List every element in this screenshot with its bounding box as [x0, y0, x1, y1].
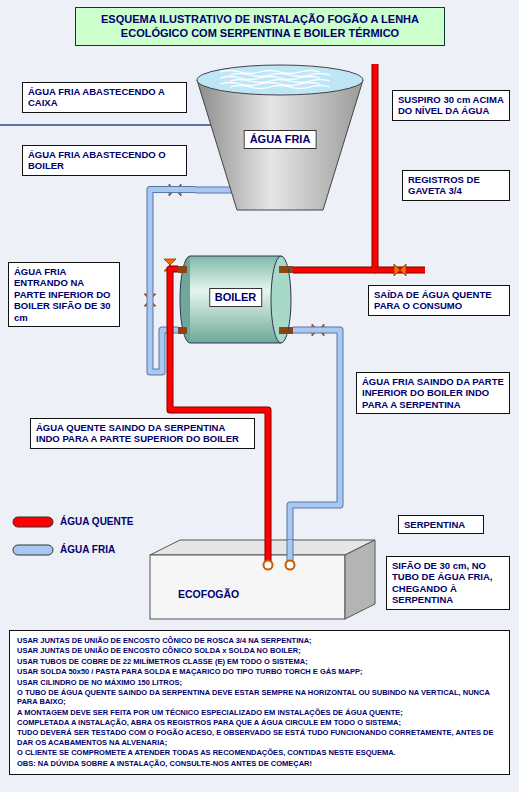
stove-top: [150, 540, 375, 555]
legend-swatch: [13, 545, 53, 555]
boiler-body: [190, 256, 281, 343]
water-ripple: [220, 83, 320, 86]
callout-text: ÁGUA QUENTE SAINDO DA SERPENTINA INDO PA…: [36, 422, 249, 445]
gate-valve: [394, 264, 406, 276]
legend-row: ÁGUA QUENTE: [12, 515, 134, 529]
shape-label: ECOFOGÃO: [178, 588, 239, 601]
water-ripple: [220, 77, 320, 80]
boiler-end: [271, 256, 291, 343]
note-line: TUDO DEVERÁ SER TESTADO COM O FOGÃO ACES…: [17, 728, 502, 747]
water-ripple: [230, 86, 330, 89]
callout-box: ÁGUA FRIA ABASTECENDO O BOILER: [22, 145, 187, 176]
coil-pipe: [287, 540, 294, 562]
coil-pipe: [288, 540, 293, 562]
pipe-fitting: [279, 327, 288, 334]
callout-box: SUSPIRO 30 cm ACIMA DO NÍVEL DA ÁGUA: [392, 90, 510, 121]
pipe-outline: [290, 330, 340, 540]
pipe-fitting: [178, 266, 187, 273]
stove-side: [345, 540, 375, 619]
callout-text: ÁGUA FRIA ABASTECENDO O BOILER: [28, 149, 181, 172]
note-line: COMPLETADA A INSTALAÇÃO, ABRA OS REGISTR…: [17, 718, 502, 727]
pipe-fitting: [279, 266, 288, 273]
tank-outlet: [195, 187, 232, 194]
stove-outline: [150, 540, 375, 620]
pipe-fitting: [279, 266, 293, 273]
pipe-connector: [290, 330, 340, 540]
callout-box: ÁGUA FRIA ENTRANDO NA PARTE INFERIOR DO …: [8, 262, 120, 327]
pipe-group: [290, 330, 340, 540]
shape-label: BOILER: [209, 288, 263, 307]
stove-front: [150, 555, 345, 619]
note-line: USAR JUNTAS DE UNIÃO DE ENCOSTO CÔNICO S…: [17, 646, 502, 655]
callout-box: SIFÃO DE 30 cm, NO TUBO DE ÁGUA FRIA, CH…: [386, 556, 510, 610]
note-line: O TUBO DE ÁGUA QUENTE SAINDO DA SERPENTI…: [17, 688, 502, 707]
callout-box: ÁGUA FRIA SAINDO DA PARTE INFERIOR DO BO…: [356, 372, 510, 414]
legend-swatch-frame: [12, 543, 54, 557]
note-line: OBS: NA DÚVIDA SOBRE A INSTALAÇÃO, CONSU…: [17, 759, 502, 768]
pipe-fitting: [279, 327, 293, 334]
legend-text: ÁGUA FRIA: [60, 544, 115, 556]
callout-text: SIFÃO DE 30 cm, NO TUBO DE ÁGUA FRIA, CH…: [392, 560, 504, 606]
callout-text: SAÍDA DE ÁGUA QUENTE PARA O CONSUMO: [374, 289, 504, 312]
legend: ÁGUA QUENTE ÁGUA FRIA: [12, 515, 134, 571]
callout-text: ÁGUA FRIA SAINDO DA PARTE INFERIOR DO BO…: [362, 376, 504, 410]
tank-outlet: [195, 188, 232, 193]
legend-swatch-frame: [12, 515, 54, 529]
shape-label: ÁGUA FRIA: [244, 130, 317, 149]
legend-row: ÁGUA FRIA: [12, 543, 134, 557]
water-surface: [197, 65, 363, 95]
coil-fitting: [264, 561, 273, 570]
callout-text: REGISTROS DE GAVETA 3/4: [408, 174, 504, 197]
water-ripple: [230, 74, 330, 77]
coil-fitting: [286, 561, 295, 570]
callout-text: ÁGUA FRIA ENTRANDO NA PARTE INFERIOR DO …: [14, 266, 114, 323]
boiler-cylinder: BOILER: [178, 252, 293, 347]
notes-box: USAR JUNTAS DE UNIÃO DE ENCOSTO CÔNICO D…: [9, 630, 510, 775]
water-tank: ÁGUA FRIA: [195, 62, 365, 212]
diagram-title: ESQUEMA ILUSTRATIVO DE INSTALAÇÃO FOGÃO …: [75, 7, 445, 46]
callout-box: SERPENTINA: [398, 515, 484, 534]
callout-text: SERPENTINA: [404, 519, 478, 530]
water-ripple: [230, 80, 330, 83]
coil-pipe: [266, 540, 271, 562]
callout-box: REGISTROS DE GAVETA 3/4: [402, 170, 510, 201]
callout-box: ÁGUA QUENTE SAINDO DA SERPENTINA INDO PA…: [30, 418, 255, 449]
callout-text: SUSPIRO 30 cm ACIMA DO NÍVEL DA ÁGUA: [398, 94, 504, 117]
note-line: USAR CILINDRO DE NO MÁXIMO 150 LITROS;: [17, 678, 502, 687]
pipe-fitting: [178, 327, 187, 334]
callout-box: ÁGUA FRIA ABASTECENDO A CAIXA: [22, 82, 187, 113]
note-line: A MONTAGEM DEVE SER FEITA POR UM TÉCNICO…: [17, 708, 502, 717]
legend-text: ÁGUA QUENTE: [60, 516, 134, 528]
stove-box: ECOFOGÃO: [150, 540, 375, 620]
inlet-pipe: [0, 124, 212, 126]
legend-swatch: [13, 517, 53, 527]
boiler-edge: [190, 256, 281, 343]
water-ripple: [220, 71, 320, 74]
callout-text: ÁGUA FRIA ABASTECENDO A CAIXA: [28, 86, 181, 109]
note-line: USAR JUNTAS DE UNIÃO DE ENCOSTO CÔNICO D…: [17, 636, 502, 645]
coil-pipe: [265, 540, 272, 562]
note-line: O CLIENTE SE COMPROMETE A ATENDER TODAS …: [17, 748, 502, 757]
note-line: USAR SOLDA 50x50 / PASTA PARA SOLDA E MA…: [17, 667, 502, 676]
note-line: USAR TUBOS DE COBRE DE 22 MILÍMETROS CLA…: [17, 657, 502, 666]
tank-body: [197, 80, 363, 210]
callout-box: SAÍDA DE ÁGUA QUENTE PARA O CONSUMO: [368, 285, 510, 316]
